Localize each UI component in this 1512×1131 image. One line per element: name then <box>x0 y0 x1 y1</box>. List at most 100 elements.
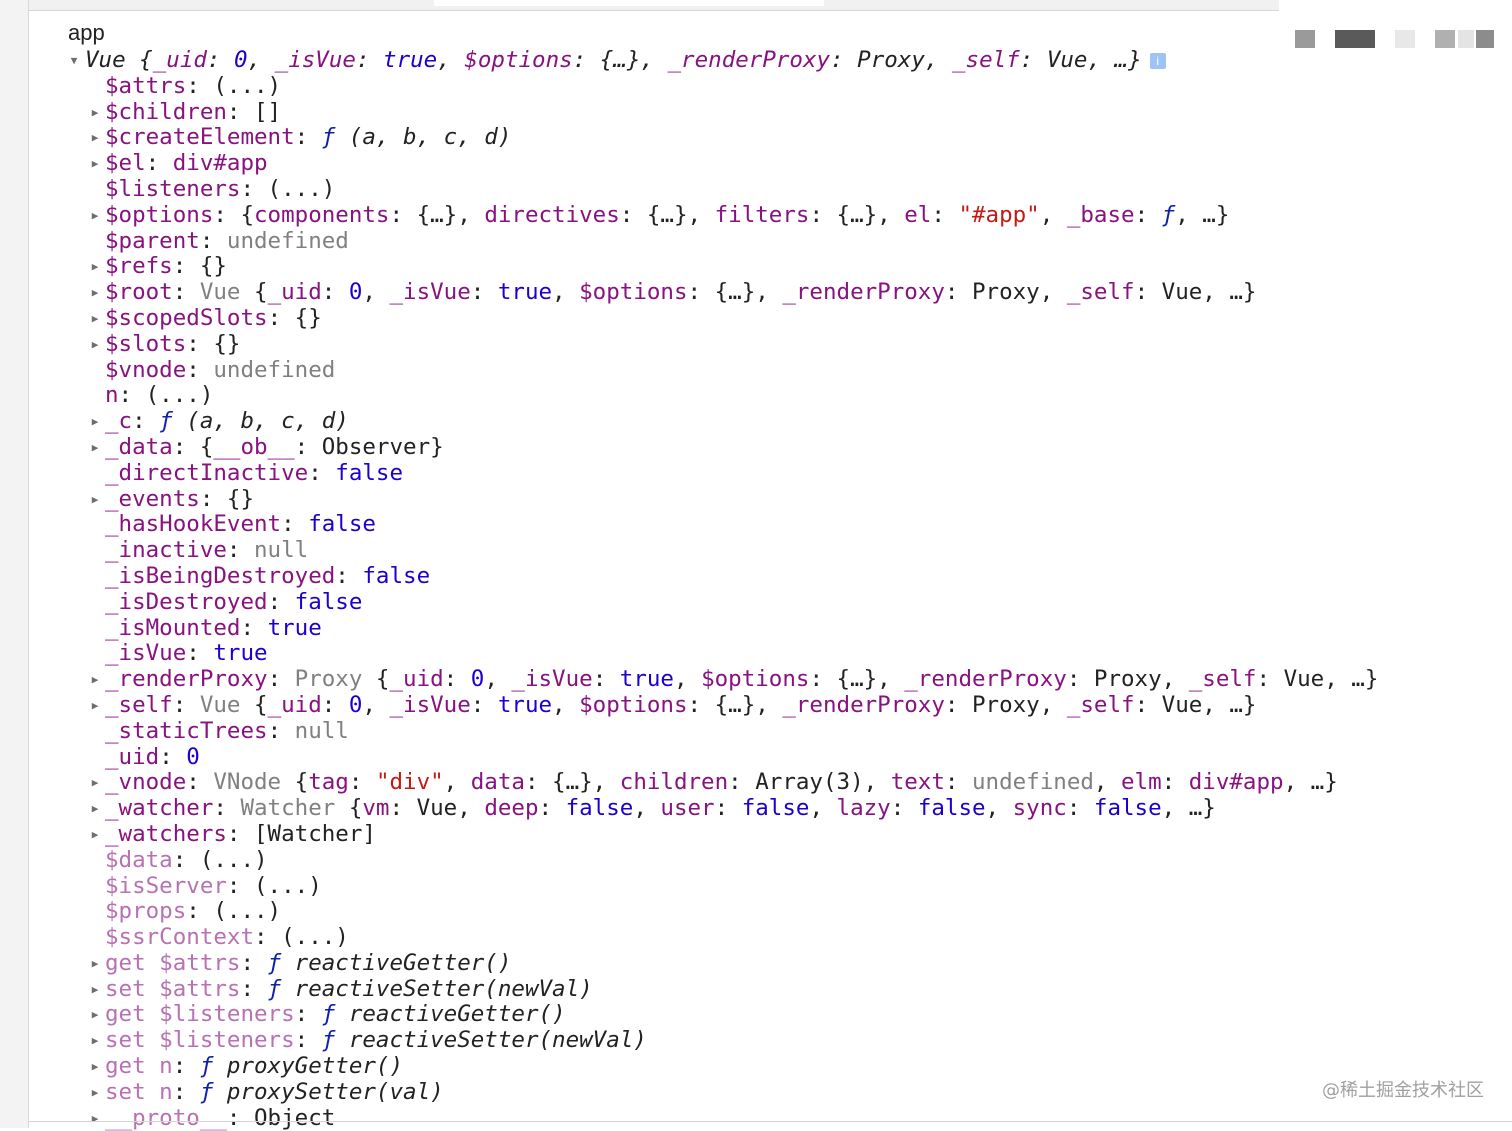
expand-triangle-icon[interactable]: ▶ <box>91 208 99 222</box>
value-token: _uid <box>389 666 444 693</box>
property-text: _isMounted: true <box>105 614 322 642</box>
tree-row[interactable]: ▶$options: {components: {…}, directives:… <box>29 201 1509 229</box>
tree-row[interactable]: ▶ _vnode: VNode {tag: "div", data: {…}, c… <box>29 769 1509 796</box>
property-text: $listeners: (...) <box>105 175 336 203</box>
property-text: $parent: undefined <box>105 227 349 255</box>
expand-triangle-icon[interactable]: ▶ <box>91 827 99 841</box>
property-text: $data: (...) <box>105 846 268 874</box>
value-token: $attrs <box>105 72 187 99</box>
tree-row[interactable]: ▶_watchers: [Watcher] <box>29 820 1509 848</box>
value-token: _renderProxy <box>782 691 945 718</box>
tree-row: _staticTrees: null <box>29 718 1509 745</box>
tree-row[interactable]: ▶ get $listeners: ƒ reactiveGetter() <box>29 1002 1509 1028</box>
value-token: reactiveSetter(newVal) <box>335 1027 647 1054</box>
watermark: @稀土掘金技术社区 <box>1322 1080 1484 1101</box>
value-token: filters <box>714 201 810 228</box>
expand-triangle-icon[interactable]: ▶ <box>91 776 99 790</box>
expand-triangle-icon[interactable]: ▶ <box>91 440 99 454</box>
expand-triangle-icon[interactable]: ▶ <box>91 1008 99 1022</box>
value-token: directives <box>484 201 620 228</box>
value-token: $parent <box>105 227 200 254</box>
tree-row[interactable]: ▶get $attrs: ƒ reactiveGetter() <box>29 950 1509 977</box>
value-token: __ob__ <box>213 433 295 460</box>
expand-triangle-icon[interactable]: ▶ <box>91 131 99 145</box>
tree-row[interactable]: ▶_events: {} <box>29 486 1509 513</box>
property-text: get $listeners: ƒ reactiveGetter() <box>105 1002 566 1028</box>
tree-row[interactable]: ▶$slots: {} <box>29 331 1509 358</box>
redacted-block <box>1335 30 1375 48</box>
value-token: _watchers <box>105 820 227 847</box>
value-token: sync <box>1012 795 1067 822</box>
property-text: _vnode: VNode {tag: "div", data: {…}, ch… <box>105 769 1338 796</box>
value-token: : <box>944 769 972 796</box>
tree-row: $props: (...) <box>29 898 1509 925</box>
value-token: : Vue, …} <box>1134 691 1257 718</box>
tree-row[interactable]: ▶set $attrs: ƒ reactiveSetter(newVal) <box>29 976 1509 1003</box>
expand-triangle-icon[interactable]: ▶ <box>91 802 99 816</box>
value-token: : {…}, <box>619 201 715 228</box>
value-token: : {…}, <box>809 666 905 693</box>
tree-row[interactable]: ▶set n: ƒ proxySetter(val) <box>29 1079 1509 1106</box>
tree-row: $listeners: (...) <box>29 175 1509 203</box>
tree-row: _inactive: null <box>29 537 1509 564</box>
tree-row[interactable]: ▶$el: div#app <box>29 150 1509 177</box>
tree-row: $isServer: (...) <box>29 873 1509 900</box>
value-token: : <box>714 795 742 822</box>
value-token: : (...) <box>240 175 336 202</box>
expand-triangle-icon[interactable]: ▶ <box>91 311 99 325</box>
value-token: _isVue <box>511 666 593 693</box>
tree-row[interactable]: ▶_data: {__ob__: Observer} <box>29 433 1509 461</box>
expand-triangle-icon[interactable]: ▶ <box>91 698 99 712</box>
tree-row[interactable]: ▶_self: Vue {_uid: 0, _isVue: true, $opt… <box>29 691 1509 719</box>
expand-triangle-icon[interactable]: ▶ <box>91 673 99 687</box>
tree-row[interactable]: ▶set $listeners: ƒ reactiveSetter(newVal… <box>29 1027 1509 1054</box>
expand-triangle-icon[interactable]: ▶ <box>91 1111 99 1125</box>
expand-triangle-icon[interactable]: ▶ <box>91 492 99 506</box>
value-token: 0 <box>348 691 363 718</box>
value-token: el <box>904 201 932 228</box>
value-token: : <box>443 666 471 693</box>
expand-triangle-icon[interactable]: ▶ <box>91 415 99 429</box>
tree-row[interactable]: ▶$refs: {} <box>29 253 1509 280</box>
tree-row[interactable]: ▶_c: ƒ (a, b, c, d) <box>29 408 1509 435</box>
tree-row[interactable]: ▶_renderProxy: Proxy {_uid: 0, _isVue: t… <box>29 666 1509 693</box>
expand-triangle-icon[interactable]: ▶ <box>91 956 99 970</box>
value-token: $options <box>105 201 214 228</box>
info-icon[interactable]: i <box>1149 53 1166 69</box>
value-token: $data <box>105 846 173 873</box>
value-token: VNode <box>213 769 282 796</box>
value-token: , …} <box>1161 795 1216 822</box>
value-token: : <box>132 408 160 435</box>
expand-triangle-icon[interactable]: ▶ <box>91 260 99 274</box>
collapse-triangle-icon[interactable]: ▼ <box>70 54 78 67</box>
value-token: , <box>809 795 837 822</box>
expand-triangle-icon[interactable]: ▶ <box>91 1085 99 1099</box>
tree-row[interactable]: ▶__proto__: Object <box>29 1105 1509 1131</box>
tree-row[interactable]: ▶$createElement: ƒ (a, b, c, d) <box>29 124 1509 151</box>
tree-row[interactable]: ▶_watcher: Watcher {vm: Vue, deep: false… <box>29 795 1509 822</box>
tree-row[interactable]: ▶$children: [] <box>29 99 1509 126</box>
tree-row[interactable]: ▶$root: Vue {_uid: 0, _isVue: true, $opt… <box>29 279 1509 306</box>
value-token: : Array(3), <box>728 769 891 796</box>
value-token: : <box>294 1027 322 1054</box>
value-token: $vnode <box>105 356 187 383</box>
value-token: : Proxy, <box>830 47 952 73</box>
value-token: _self <box>105 691 173 718</box>
value-token: , <box>985 795 1013 822</box>
expand-triangle-icon[interactable]: ▶ <box>91 982 99 996</box>
expand-triangle-icon[interactable]: ▶ <box>91 337 99 351</box>
expand-triangle-icon[interactable]: ▶ <box>91 1034 99 1048</box>
tree-row[interactable]: ▶$scopedSlots: {} <box>29 305 1509 332</box>
expand-triangle-icon[interactable]: ▶ <box>91 157 99 171</box>
value-token: : Vue, …} <box>1019 47 1142 73</box>
expand-triangle-icon[interactable]: ▶ <box>91 1060 99 1074</box>
expand-triangle-icon[interactable]: ▶ <box>91 286 99 300</box>
tree-row[interactable]: ▶get n: ƒ proxyGetter() <box>29 1053 1509 1080</box>
value-token: _isBeingDestroyed <box>105 562 336 589</box>
value-token: _base <box>1066 201 1135 228</box>
value-token: _isMounted <box>105 614 241 641</box>
tree-root[interactable]: ▼ Vue {_uid: 0, _isVue: true, $options: … <box>29 47 1509 74</box>
value-token: , <box>443 769 471 796</box>
value-token: _watcher <box>105 795 214 822</box>
expand-triangle-icon[interactable]: ▶ <box>91 105 99 119</box>
